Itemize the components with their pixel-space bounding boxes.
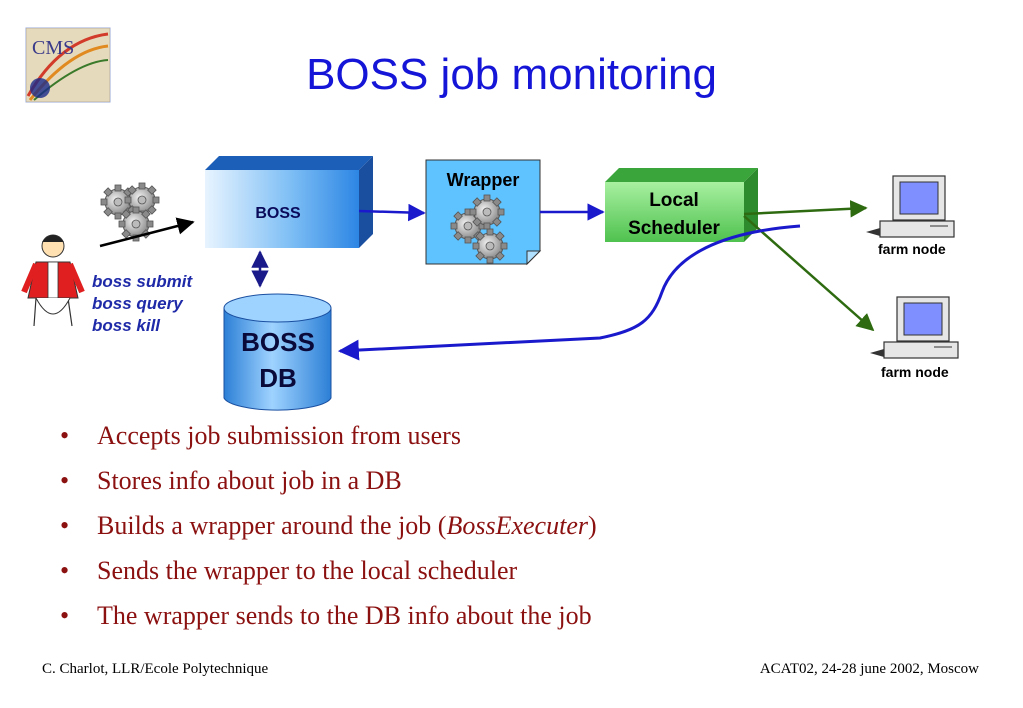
boss-db-cylinder: BOSS DB [223,293,332,411]
db-label-line2: DB [259,363,297,393]
boss-box: BOSS [205,156,373,248]
footer-left: C. Charlot, LLR/Ecole Polytechnique [42,661,269,677]
bullet-suffix: ) [587,511,597,540]
bullet-text: Sends the wrapper to the local scheduler [97,556,518,585]
farm-node-2-label: farm node [881,364,949,380]
farm-node-1-icon [866,175,955,238]
bullet-symbol: • [60,556,70,585]
farm-node-1-label: farm node [878,241,946,257]
bullet-symbol: • [60,421,70,450]
scheduler-label-line2: Scheduler [628,218,720,239]
local-scheduler-box: Local Scheduler [605,168,758,242]
db-label-line1: BOSS [241,327,315,357]
wrapper-label: Wrapper [447,170,520,190]
bullet-symbol: • [60,511,70,540]
bullet-item: • Accepts job submission from users [60,418,597,463]
farm-node-2-icon [870,296,959,359]
command-boss-submit: boss submit [92,272,193,291]
boss-to-wrapper-arrow [358,203,426,222]
boss-box-label: BOSS [255,205,301,222]
scheduler-label-line1: Local [649,190,699,211]
scheduler-to-farm-node-1-arrow [743,200,868,218]
cms-logo: CMS [25,27,111,103]
bullet-text: Accepts job submission from users [97,421,461,450]
bullet-item: • Sends the wrapper to the local schedule… [60,553,597,598]
user-to-boss-arrow [99,217,195,248]
footer-right: ACAT02, 24-28 june 2002, Moscow [759,661,979,677]
scheduler-to-farm-node-2-arrow [743,215,875,332]
bullet-text: The wrapper sends to the DB info about t… [97,601,592,630]
wrapper-to-db-info-arrow [337,224,801,361]
bullet-symbol: • [60,601,70,630]
bullet-italic-term: BossExecuter [446,511,588,540]
command-boss-kill: boss kill [92,316,161,335]
bullet-symbol: • [60,466,70,495]
bullet-item: • Stores info about job in a DB [60,463,597,508]
bullet-text: Stores info about job in a DB [97,466,402,495]
user-figure-icon [21,234,85,327]
cms-logo-text: CMS [32,37,74,59]
wrapper-gear-icon-2 [472,228,508,264]
bullet-item: • Builds a wrapper around the job (BossEx… [60,508,597,553]
bullet-item: • The wrapper sends to the DB info about … [60,598,597,643]
slide-title: BOSS job monitoring [306,50,717,99]
bullet-text: Builds a wrapper around the job ( [97,511,447,540]
wrapper-gear-icon-3 [469,194,505,230]
bullet-list: • Accepts job submission from users • Stor… [60,418,597,643]
command-boss-query: boss query [92,294,183,313]
wrapper-box: Wrapper [425,159,542,266]
